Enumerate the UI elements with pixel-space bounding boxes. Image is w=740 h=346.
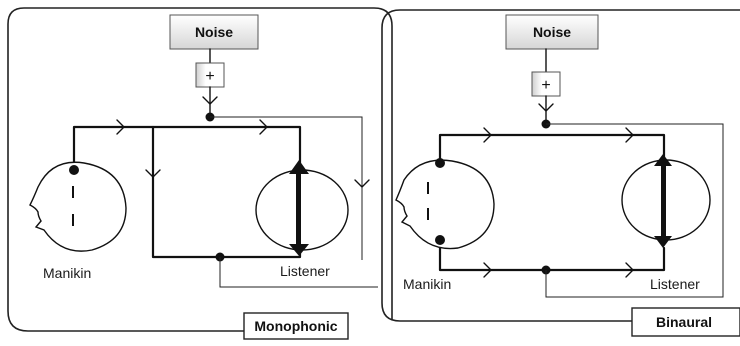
mixer-plus-symbol: + [205, 68, 214, 85]
right-arrow-icon [483, 127, 492, 143]
right-arrow-icon [625, 262, 634, 278]
panel-binaural: Noise + Manikin [381, 9, 740, 337]
noise-box: Noise [169, 14, 259, 50]
listener-head [621, 154, 711, 248]
down-arrow-icon [354, 179, 370, 188]
earphone-icon [654, 236, 672, 248]
mode-label-box: Monophonic [243, 312, 349, 340]
bottom-bus-wire [438, 243, 666, 272]
listener-head [255, 160, 349, 256]
manikin-label: Manikin [43, 265, 91, 281]
right-arrow-icon [625, 127, 634, 143]
headphone-band-icon [661, 160, 666, 240]
feedback-line [219, 257, 378, 288]
right-arrow-icon [116, 119, 125, 135]
earphone-icon [289, 244, 309, 256]
ear-microphone-icon [435, 235, 445, 245]
top-bus-wire [438, 133, 666, 160]
down-arrow-icon [538, 103, 554, 112]
headphone-band-icon [296, 168, 301, 250]
feedback-line [545, 123, 724, 298]
feedback-line [210, 116, 363, 260]
earphone-icon [289, 160, 309, 174]
manikin-label: Manikin [403, 276, 451, 292]
manikin-head [395, 158, 495, 250]
panel-monophonic: Noise + Manikin [7, 7, 393, 340]
down-arrow-icon [145, 169, 161, 178]
mixer-box: + [195, 62, 225, 88]
down-arrow-icon [202, 96, 218, 105]
right-arrow-icon [483, 262, 492, 278]
manikin-head [29, 161, 127, 252]
earphone-icon [654, 154, 672, 166]
right-arrow-icon [259, 119, 268, 135]
mixer-plus-symbol: + [541, 77, 550, 94]
top-bus-wire [72, 125, 302, 170]
panel-frame [381, 9, 740, 322]
mode-label: Monophonic [254, 318, 337, 334]
ear-microphone-icon [435, 158, 445, 168]
noise-box: Noise [505, 14, 599, 50]
ear-microphone-icon [69, 165, 79, 175]
listener-label: Listener [650, 276, 700, 292]
mixer-box: + [531, 71, 561, 97]
mode-label: Binaural [656, 314, 712, 330]
mode-label-box: Binaural [631, 307, 740, 337]
noise-label: Noise [533, 24, 571, 40]
listener-label: Listener [280, 263, 330, 279]
noise-label: Noise [195, 24, 233, 40]
